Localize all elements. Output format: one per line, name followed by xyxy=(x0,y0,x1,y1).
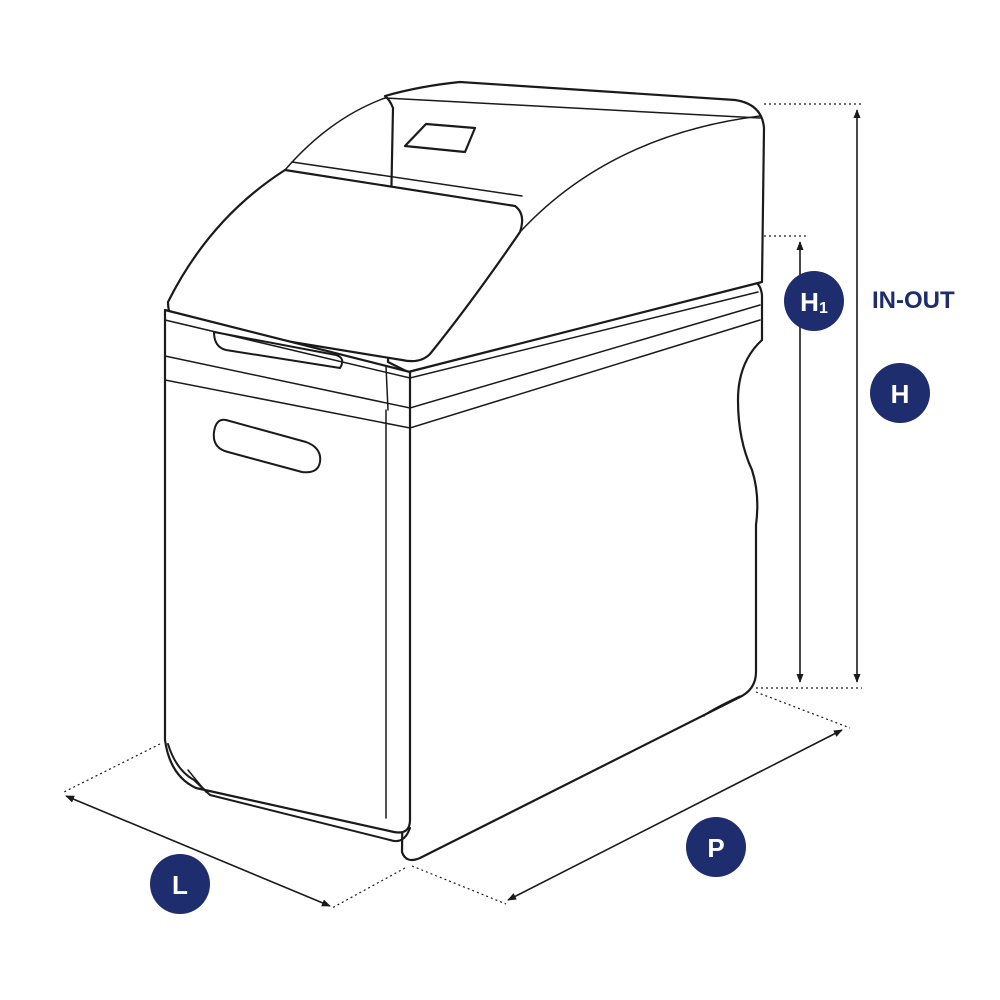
p-badge: P xyxy=(686,817,746,877)
p-badge-circle xyxy=(686,817,746,877)
l-badge: L xyxy=(150,854,210,914)
cabinet-front-panel xyxy=(163,308,412,834)
h-badge-label: H xyxy=(891,379,910,409)
h1-badge-subscript: 1 xyxy=(819,300,828,317)
h1-badge-label: H xyxy=(800,287,819,317)
in-out-label: IN-OUT xyxy=(872,287,955,314)
l-badge-circle xyxy=(150,854,210,914)
front-grip-handle xyxy=(212,418,322,474)
h-badge-circle xyxy=(870,363,930,423)
dimension-l-line xyxy=(65,795,331,907)
h-badge: H xyxy=(870,363,930,423)
h1-badge-circle xyxy=(784,271,844,331)
control-window xyxy=(403,122,477,154)
l-badge-label: L xyxy=(172,870,188,900)
svg-text:H1: H1 xyxy=(800,287,828,317)
cabinet-top-cover xyxy=(383,80,766,374)
p-badge-label: P xyxy=(707,833,724,863)
cabinet-side-panel xyxy=(400,280,764,862)
dimension-p-line xyxy=(507,729,843,901)
h1-badge: H1 xyxy=(784,271,844,331)
lid-handle xyxy=(213,331,344,369)
cabinet xyxy=(163,80,766,862)
